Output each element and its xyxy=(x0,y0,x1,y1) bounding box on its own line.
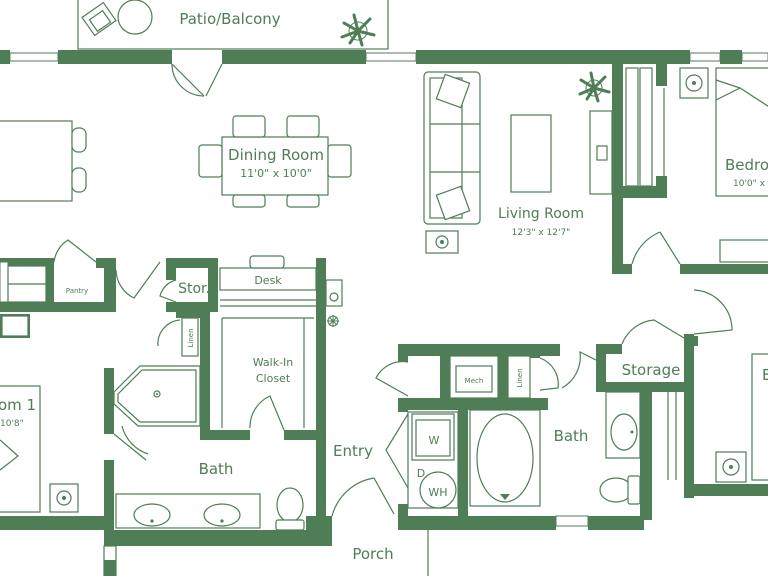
bedroom2-label: Bedro xyxy=(725,156,768,174)
bedroom1-dims: 10'8" xyxy=(0,419,24,429)
storage-walls xyxy=(596,334,768,520)
pantry-label: Pantry xyxy=(66,287,88,295)
desk-label: Desk xyxy=(254,274,282,287)
bedroom1-door xyxy=(115,261,161,299)
bedroom3-vent-icon xyxy=(715,451,747,483)
entry-door xyxy=(331,477,395,517)
mech-room xyxy=(449,355,499,399)
storage-label: Storage xyxy=(622,361,681,379)
bath2-label: Bath xyxy=(554,427,589,445)
bath2-fixtures xyxy=(555,515,589,527)
sofa xyxy=(423,71,481,225)
desk xyxy=(219,255,317,307)
bedroom2-walls xyxy=(612,64,768,274)
walkin-closet-label2: Closet xyxy=(256,372,291,385)
bedroom3-bed xyxy=(751,353,768,481)
linen2-label: Linen xyxy=(516,368,524,387)
bath2-door xyxy=(561,350,597,389)
bedroom2-door xyxy=(631,231,681,265)
linen1-closet xyxy=(157,317,199,357)
bedroom1-vent-icon xyxy=(49,483,79,513)
plant-icon xyxy=(340,13,376,47)
bedroom1-label: om 1 xyxy=(0,396,36,414)
patio-door xyxy=(171,63,223,97)
living-room-label: Living Room xyxy=(498,206,584,222)
kitchen-island xyxy=(0,120,87,202)
bedroom2-dresser xyxy=(719,239,768,263)
bath2-toilet xyxy=(599,475,641,505)
left-wing-walls xyxy=(0,258,116,338)
bedroom2-bed xyxy=(715,67,768,197)
bath1-label: Bath xyxy=(199,460,234,478)
pantry-door xyxy=(53,239,97,263)
mech-door xyxy=(375,360,409,397)
linen1-label: Linen xyxy=(187,328,195,347)
bedroom1-bed xyxy=(0,385,41,513)
porch-walls xyxy=(103,516,429,576)
living-room-dims: 12'3" x 12'7" xyxy=(512,228,571,238)
entry-label: Entry xyxy=(333,442,373,460)
water-heater-label: WH xyxy=(428,486,447,499)
dining-room-label: Dining Room xyxy=(228,146,324,164)
stor-door xyxy=(159,279,177,303)
bedroom2-dims: 10'0" x xyxy=(733,179,766,189)
patio-area xyxy=(77,0,389,50)
patio-chair-icon xyxy=(81,0,153,37)
bedroom3-label: B xyxy=(762,366,768,384)
pantry-shelf xyxy=(7,265,47,303)
walkin-closet xyxy=(221,317,314,431)
walkin-closet-label: Walk-In xyxy=(253,356,294,369)
dryer-label: D xyxy=(417,467,425,480)
bathtub xyxy=(469,409,541,507)
bath2-vanity xyxy=(605,391,641,459)
bedroom2-vent-icon xyxy=(679,67,709,99)
mech-label: Mech xyxy=(465,377,484,385)
living-plant-icon xyxy=(578,71,611,103)
patio-label: Patio/Balcony xyxy=(179,10,280,28)
shower xyxy=(113,365,201,461)
washer-label: W xyxy=(429,434,440,447)
living-vent-icon xyxy=(425,230,459,254)
dining-table xyxy=(198,115,352,208)
bedroom3-closet xyxy=(667,392,677,480)
dining-room-dims: 11'0" x 10'0" xyxy=(240,167,312,180)
storage-door xyxy=(621,289,733,345)
core2-walls xyxy=(398,344,644,530)
coffee-table xyxy=(510,114,552,193)
bath1-toilet xyxy=(275,487,305,531)
linen2-closet xyxy=(507,355,559,399)
porch-label: Porch xyxy=(352,545,393,563)
tv-console xyxy=(589,110,613,195)
bedroom2-closet xyxy=(625,67,665,187)
laundry-closet xyxy=(385,411,459,509)
stor-label: Stor. xyxy=(178,281,210,297)
entry-fixtures xyxy=(325,279,343,327)
bath1-vanity xyxy=(115,493,261,529)
top-exterior-wall xyxy=(0,50,768,64)
